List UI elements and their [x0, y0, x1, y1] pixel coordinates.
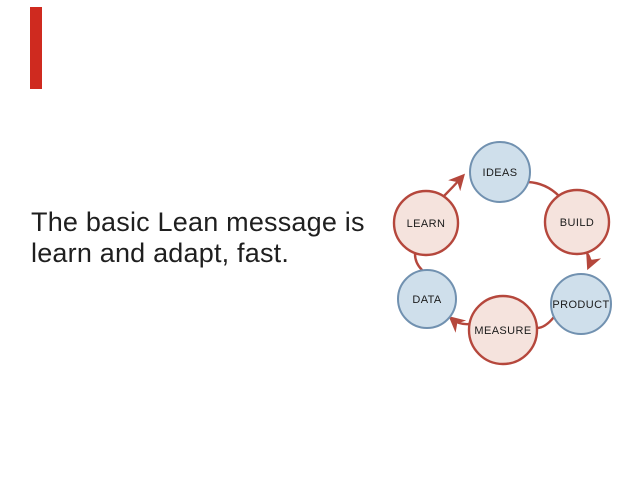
arrow-build-to-product [584, 250, 602, 271]
node-measure-label: MEASURE [474, 325, 531, 337]
node-data-label: DATA [412, 294, 442, 306]
node-ideas-label: IDEAS [482, 167, 517, 179]
node-data-circle [397, 269, 457, 329]
node-learn-circle [392, 189, 460, 257]
node-ideas-circle [469, 141, 531, 203]
arrow-data-to-learn [413, 252, 424, 272]
node-product: PRODUCT [550, 273, 612, 335]
node-measure-circle [467, 294, 539, 366]
node-build-label: BUILD [560, 217, 594, 229]
node-build: BUILD [543, 188, 611, 256]
node-learn: LEARN [392, 189, 460, 257]
node-measure: MEASURE [467, 294, 539, 366]
node-build-circle [543, 188, 611, 256]
node-data: DATA [397, 269, 457, 329]
node-product-circle [550, 273, 612, 335]
arrow-measure-to-data [448, 316, 472, 333]
accent-bar [30, 7, 42, 89]
node-product-label: PRODUCT [552, 299, 609, 311]
arrow-ideas-to-build [526, 180, 561, 198]
node-ideas: IDEAS [469, 141, 531, 203]
headline: The basic Lean message is learn and adap… [31, 207, 365, 268]
node-learn-label: LEARN [407, 218, 446, 230]
arrow-learn-to-ideas [441, 173, 466, 199]
arrow-product-to-measure [535, 315, 556, 330]
